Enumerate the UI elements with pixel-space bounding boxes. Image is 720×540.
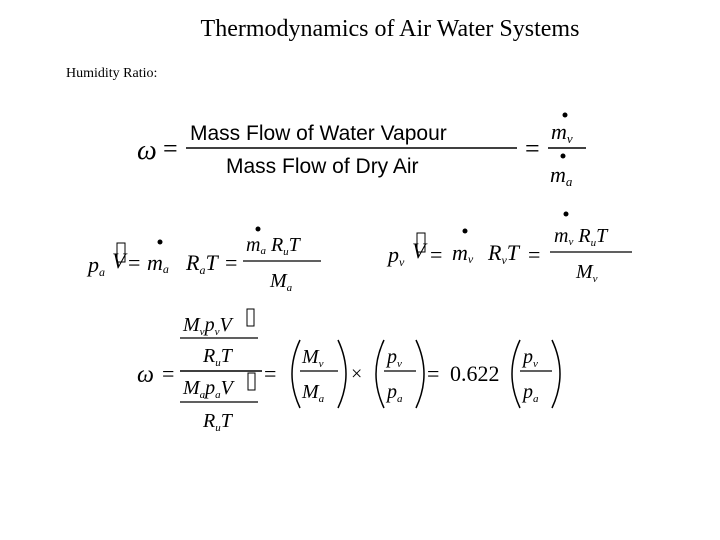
svg-text:RaT: RaT	[185, 250, 219, 277]
svg-text:pa: pa	[86, 252, 105, 279]
svg-text:×: ×	[351, 363, 362, 385]
equation-ideal-gas-dry-air: pa V = ma RaT = ma RuT Ma	[86, 226, 321, 294]
slide-title: Thermodynamics of Air Water Systems	[200, 16, 580, 42]
svg-text:RuT: RuT	[202, 410, 234, 434]
svg-text:=: =	[163, 134, 178, 163]
svg-text:MvpvV: MvpvV	[182, 314, 234, 338]
svg-text:mv: mv	[452, 240, 474, 266]
svg-text:pa: pa	[385, 381, 403, 405]
svg-text:=: =	[430, 242, 442, 267]
svg-text:ω: ω	[137, 362, 154, 388]
svg-text:V: V	[112, 248, 128, 273]
humidity-ratio-label: Humidity Ratio:	[66, 66, 158, 81]
svg-text:=: =	[427, 361, 439, 386]
svg-text:pv: pv	[521, 346, 538, 370]
svg-text:Mv: Mv	[301, 346, 324, 370]
svg-text:Mv: Mv	[575, 261, 598, 285]
svg-text:ma: ma	[550, 162, 573, 189]
fraction-denominator: Mass Flow of Dry Air	[226, 155, 419, 178]
equation-humidity-ratio-result: ω = MvpvV RuT MapaV RuT = Mv Ma × pv pa …	[137, 308, 561, 434]
svg-text:Ma: Ma	[269, 270, 293, 294]
svg-text:pv: pv	[386, 242, 405, 269]
svg-text:RuT: RuT	[202, 345, 234, 369]
fraction-numerator: Mass Flow of Water Vapour	[190, 122, 447, 145]
svg-text:=: =	[162, 361, 174, 386]
svg-text:ma: ma	[147, 250, 169, 276]
svg-text:=: =	[525, 134, 540, 163]
svg-text:=: =	[225, 250, 237, 275]
equation-humidity-ratio-definition: ω = Mass Flow of Water Vapour Mass Flow …	[137, 112, 586, 189]
svg-text:=: =	[528, 242, 540, 267]
svg-text:ma RuT: ma RuT	[246, 234, 302, 258]
svg-text:=: =	[128, 250, 140, 275]
svg-text:pv: pv	[385, 346, 402, 370]
svg-text:mv: mv	[551, 119, 573, 146]
svg-text:RvT: RvT	[487, 240, 521, 267]
equation-ideal-gas-water-vapour: pv V = mv RvT = mv RuT Mv	[386, 211, 632, 285]
svg-text:pa: pa	[521, 381, 539, 405]
constant-value: 0.622	[450, 361, 500, 386]
svg-text:MapaV: MapaV	[182, 377, 236, 401]
svg-text:=: =	[264, 361, 276, 386]
svg-text:Ma: Ma	[301, 381, 325, 405]
svg-text:mv RuT: mv RuT	[554, 225, 609, 249]
omega-symbol: ω	[137, 135, 157, 166]
svg-text:V: V	[412, 238, 428, 263]
